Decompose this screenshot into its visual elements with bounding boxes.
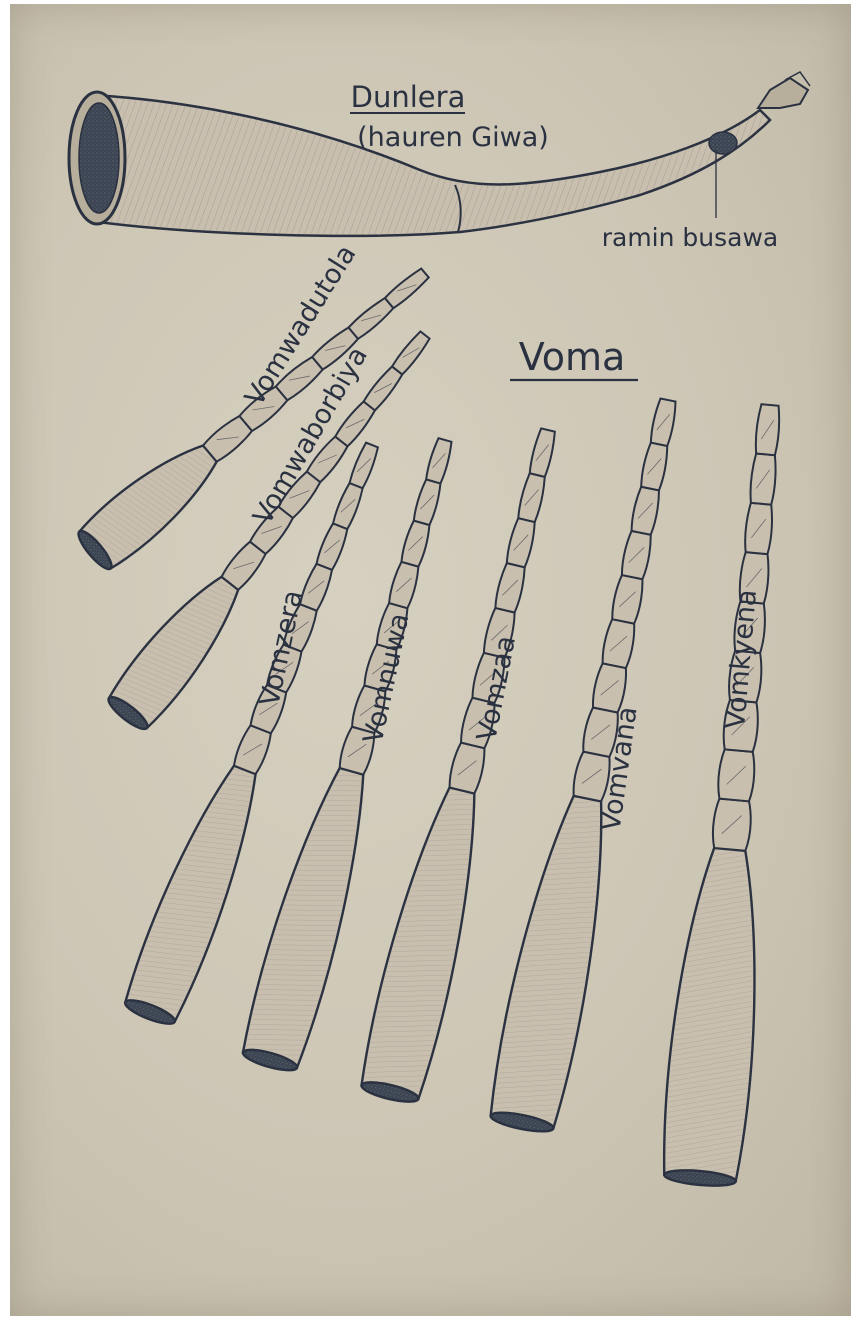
mouth-hole (709, 132, 737, 154)
horn-subtitle: (hauren Giwa) (357, 122, 549, 153)
group-title: Voma (519, 335, 626, 379)
horn-bell-hatching (122, 759, 273, 1023)
horn-tip (758, 78, 808, 108)
voma-horn-7 (659, 401, 811, 1188)
voma-horn-1 (72, 252, 443, 576)
horn-part-label: ramin busawa (602, 223, 779, 252)
voma-horn-6 (485, 393, 704, 1136)
horn-bell-hatching (659, 846, 770, 1182)
horn-name: Dunlera (351, 80, 466, 114)
